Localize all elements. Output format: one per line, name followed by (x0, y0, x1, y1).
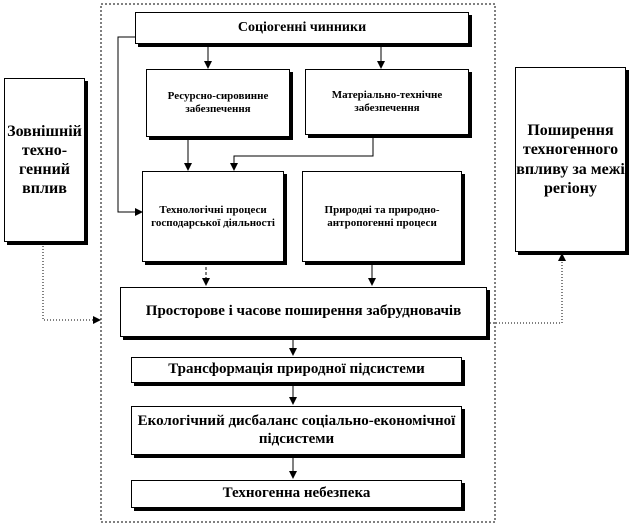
node-technogenic-hazard: Техногенна небезпека (131, 480, 462, 508)
node-technological-processes-label: Технологічні процеси господарської діяль… (151, 203, 275, 229)
node-spread-beyond-region-label: Поширення техногенного впливу за межі ре… (516, 122, 625, 197)
arrow-social-techproc (117, 36, 143, 216)
node-material-supply: Матеріально-технічне забезпечення (305, 69, 469, 135)
arrow-material-techproc (230, 136, 374, 171)
node-resource-supply-label: Ресурсно-сировинне забезпечення (167, 90, 269, 115)
node-technogenic-hazard-label: Техногенна небезпека (222, 485, 371, 502)
node-pollutant-spread: Просторове і часове поширення забруднова… (120, 287, 487, 337)
arrow-external-pollution (42, 243, 101, 324)
regional-boundary-frame (100, 3, 496, 523)
node-external-influence-label: Зовнішній техно-генний вплив (7, 122, 82, 198)
node-pollutant-spread-label: Просторове і часове поширення забруднова… (145, 303, 462, 320)
node-ecological-imbalance: Екологічний дисбаланс соціально-економіч… (131, 406, 462, 455)
arrow-pollution-spread (487, 253, 566, 324)
node-ecological-imbalance-label: Екологічний дисбаланс соціально-економіч… (137, 413, 456, 447)
node-technological-processes: Технологічні процеси господарської діяль… (142, 171, 284, 262)
node-natural-subsystem-transformation: Трансформація природної підсистеми (131, 357, 462, 383)
node-spread-beyond-region: Поширення техногенного впливу за межі ре… (515, 67, 626, 252)
node-external-influence: Зовнішній техно-генний вплив (4, 78, 85, 242)
node-social-factors-label: Соціогенні чинники (237, 19, 367, 35)
node-resource-supply: Ресурсно-сировинне забезпечення (146, 69, 290, 137)
node-social-factors: Соціогенні чинники (135, 12, 469, 44)
node-natural-subsystem-transformation-label: Трансформація природної підсистеми (168, 361, 425, 378)
node-natural-processes: Природні та природно-антропогенні процес… (302, 171, 462, 262)
node-material-supply-label: Матеріально-технічне забезпечення (331, 89, 443, 114)
node-natural-processes-label: Природні та природно-антропогенні процес… (324, 203, 440, 229)
